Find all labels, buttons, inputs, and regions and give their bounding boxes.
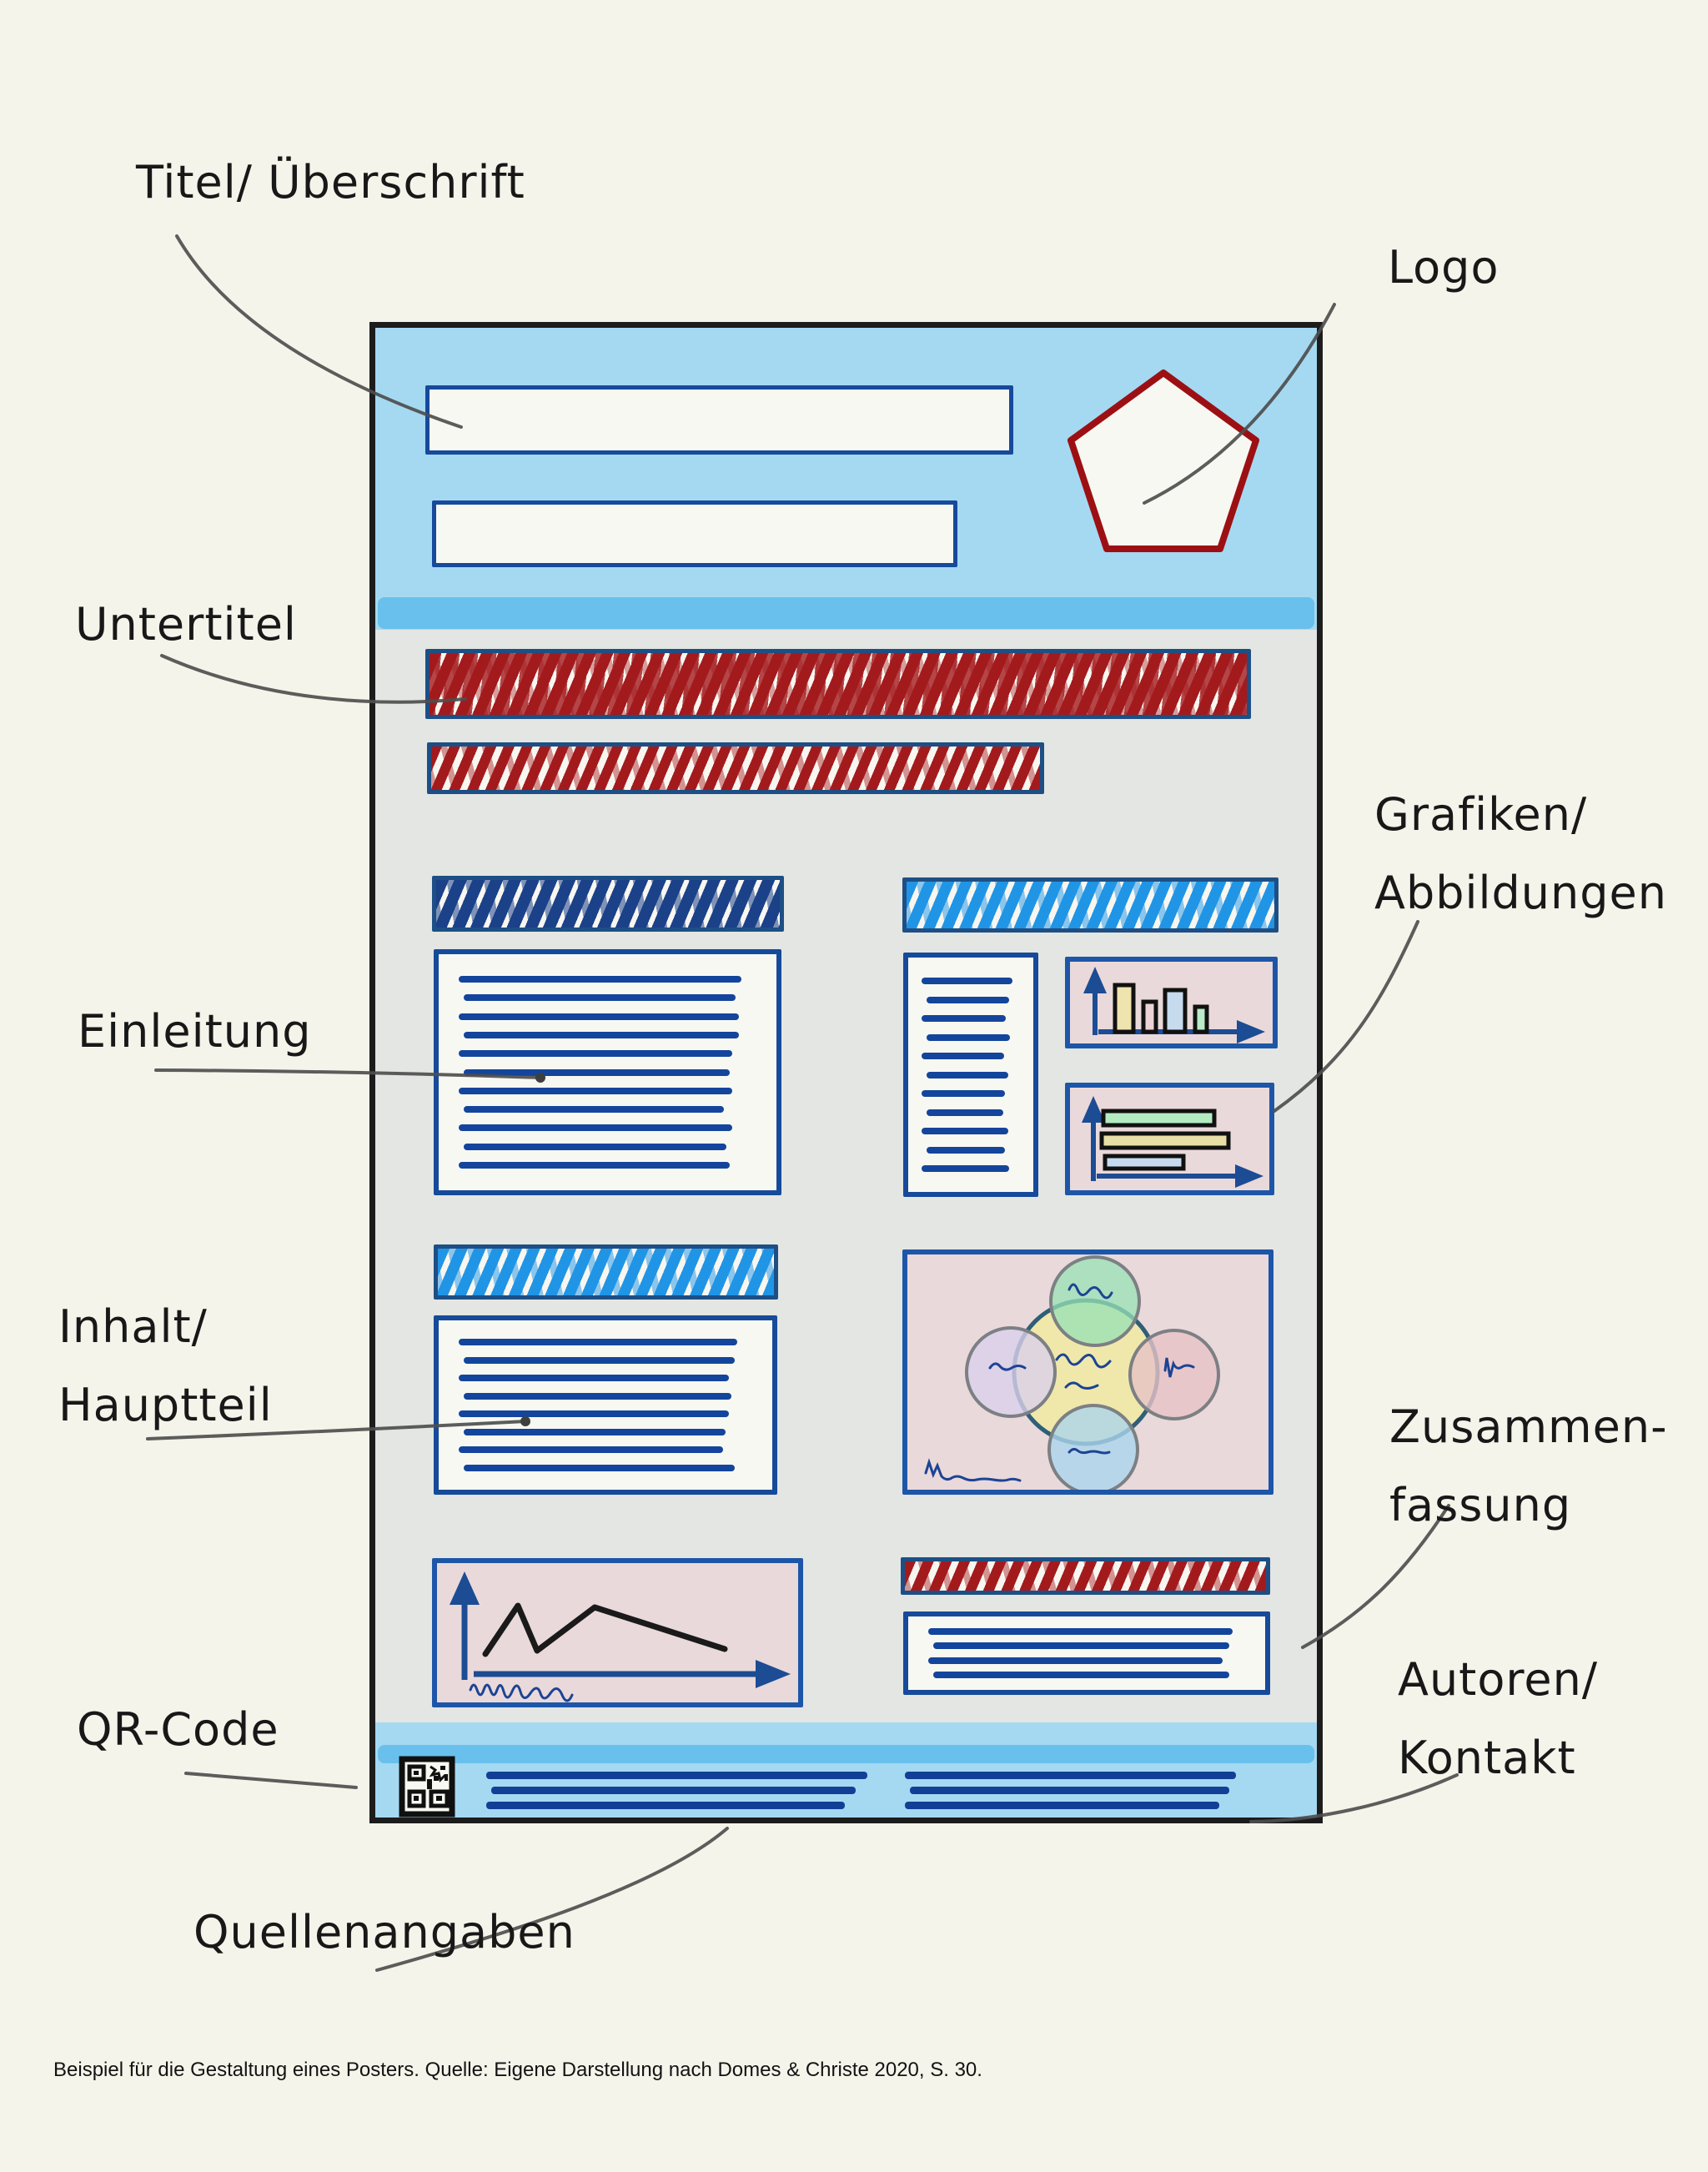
content-heading-scribble — [434, 1244, 778, 1300]
placeholder-text-line — [459, 1339, 738, 1345]
footer-source-lines-left — [486, 1771, 867, 1809]
summary-text-block — [903, 1611, 1270, 1695]
label-inhalt-line2: Hauptteil — [58, 1379, 273, 1431]
venn-diagram-icon — [924, 1255, 1220, 1496]
vertical-bar-chart-icon — [1083, 967, 1265, 1043]
placeholder-text-line — [928, 1657, 1223, 1664]
placeholder-text-line — [922, 978, 1012, 984]
placeholder-text-line — [464, 1428, 726, 1435]
intro-text-block — [434, 949, 781, 1195]
label-untertitel: Untertitel — [75, 598, 297, 651]
placeholder-text-line — [464, 1068, 730, 1076]
label-autoren-line1: Autoren/ — [1398, 1653, 1599, 1706]
placeholder-text-line — [459, 1087, 733, 1094]
placeholder-text-line — [459, 1050, 733, 1058]
arrow-qr — [184, 1772, 358, 1789]
placeholder-text-line — [922, 1053, 1005, 1059]
sidebar-text-block — [903, 953, 1038, 1197]
pentagon-logo-icon — [1068, 370, 1259, 552]
qr-code-icon — [399, 1756, 455, 1818]
label-inhalt-line1: Inhalt/ — [58, 1300, 208, 1353]
venn-diagram-placeholder — [902, 1249, 1273, 1496]
content-text-block — [434, 1315, 777, 1495]
placeholder-text-line — [927, 996, 1010, 1003]
placeholder-text-line — [459, 1162, 730, 1169]
placeholder-text-line — [464, 1356, 735, 1364]
placeholder-text-line — [933, 1642, 1229, 1650]
intro-heading-scribble — [432, 876, 784, 932]
placeholder-text-line — [464, 1106, 724, 1114]
summary-heading-scribble — [901, 1557, 1270, 1595]
title-bar-placeholder — [425, 385, 1013, 455]
placeholder-text-line — [922, 1165, 1010, 1172]
placeholder-text-line — [905, 1772, 1236, 1779]
placeholder-text-line — [905, 1802, 1220, 1809]
placeholder-text-line — [459, 1410, 729, 1418]
label-einleitung: Einleitung — [78, 1005, 312, 1058]
label-zusammen-line1: Zusammen- — [1389, 1400, 1668, 1453]
placeholder-text-line — [464, 1143, 727, 1150]
figure-caption: Beispiel für die Gestaltung eines Poster… — [53, 2059, 982, 2081]
header-stripe — [378, 597, 1314, 629]
placeholder-text-line — [464, 1465, 735, 1471]
footer-contact-lines-right — [905, 1771, 1236, 1809]
placeholder-text-line — [927, 1109, 1003, 1116]
line-chart-icon — [450, 1571, 791, 1702]
subtitle-scribble-box-1 — [425, 649, 1251, 719]
label-logo: Logo — [1388, 241, 1500, 294]
label-grafiken-line1: Grafiken/ — [1374, 788, 1588, 841]
label-qr: QR-Code — [77, 1703, 279, 1756]
placeholder-text-line — [927, 1071, 1008, 1078]
vertical-bar-chart-placeholder — [1065, 957, 1278, 1048]
placeholder-text-line — [486, 1772, 867, 1779]
subtitle-bar-placeholder — [432, 500, 957, 567]
placeholder-text-line — [928, 1628, 1233, 1635]
placeholder-text-line — [459, 1124, 733, 1132]
placeholder-text-line — [922, 1015, 1007, 1022]
placeholder-text-line — [927, 1146, 1006, 1154]
label-autoren-line2: Kontakt — [1398, 1732, 1576, 1784]
graphics-heading-scribble — [902, 877, 1278, 933]
footer-stripe — [378, 1745, 1314, 1763]
placeholder-text-line — [910, 1787, 1230, 1794]
placeholder-text-line — [933, 1672, 1229, 1678]
line-chart-placeholder — [432, 1558, 803, 1707]
placeholder-text-line — [922, 1090, 1006, 1097]
placeholder-text-line — [486, 1802, 845, 1809]
poster — [369, 322, 1323, 1823]
placeholder-text-line — [464, 994, 736, 1002]
placeholder-text-line — [459, 1013, 739, 1020]
placeholder-text-line — [459, 1375, 729, 1382]
label-grafiken-line2: Abbildungen — [1374, 867, 1667, 919]
placeholder-text-line — [459, 976, 742, 983]
placeholder-text-line — [459, 1446, 723, 1454]
placeholder-text-line — [491, 1787, 857, 1794]
label-titel: Titel/ Überschrift — [136, 156, 525, 209]
label-zusammen-line2: fassung — [1389, 1479, 1572, 1531]
label-quellen: Quellenangaben — [193, 1906, 575, 1958]
subtitle-scribble-box-2 — [427, 742, 1044, 794]
placeholder-text-line — [464, 1031, 739, 1038]
horizontal-bar-chart-placeholder — [1065, 1083, 1274, 1195]
horizontal-bar-chart-icon — [1082, 1096, 1263, 1188]
placeholder-text-line — [922, 1128, 1008, 1134]
placeholder-text-line — [464, 1392, 732, 1400]
placeholder-text-line — [927, 1033, 1011, 1041]
